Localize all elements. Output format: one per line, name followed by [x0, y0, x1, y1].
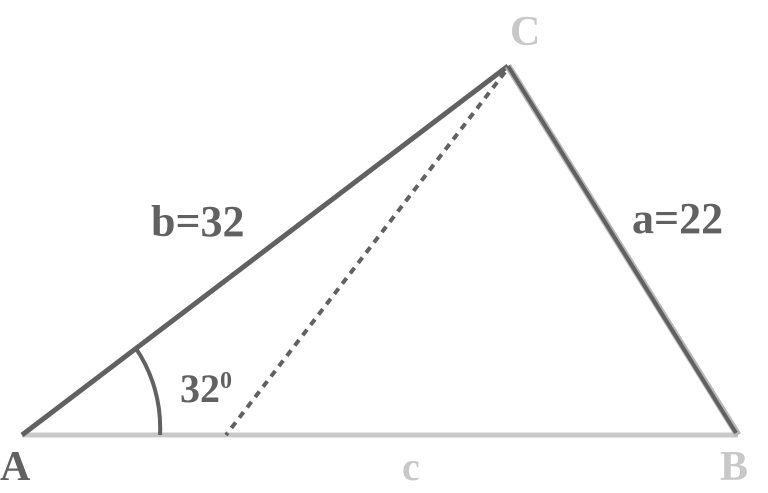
angle-value: 32: [180, 366, 220, 411]
vertex-c-label: C: [510, 9, 540, 55]
side-a-label: a=22: [632, 194, 723, 243]
side-a-line: [506, 64, 738, 435]
dashed-line: [224, 70, 507, 437]
angle-arc: [133, 345, 163, 436]
angle-label: 320: [180, 366, 232, 411]
vertex-b-label: B: [720, 444, 748, 490]
side-b-label: b=32: [151, 197, 245, 246]
angle-superscript: 0: [220, 368, 232, 394]
vertex-a-label: A: [0, 444, 31, 490]
side-c-label: c: [402, 444, 420, 489]
side-b-line: [20, 64, 510, 437]
